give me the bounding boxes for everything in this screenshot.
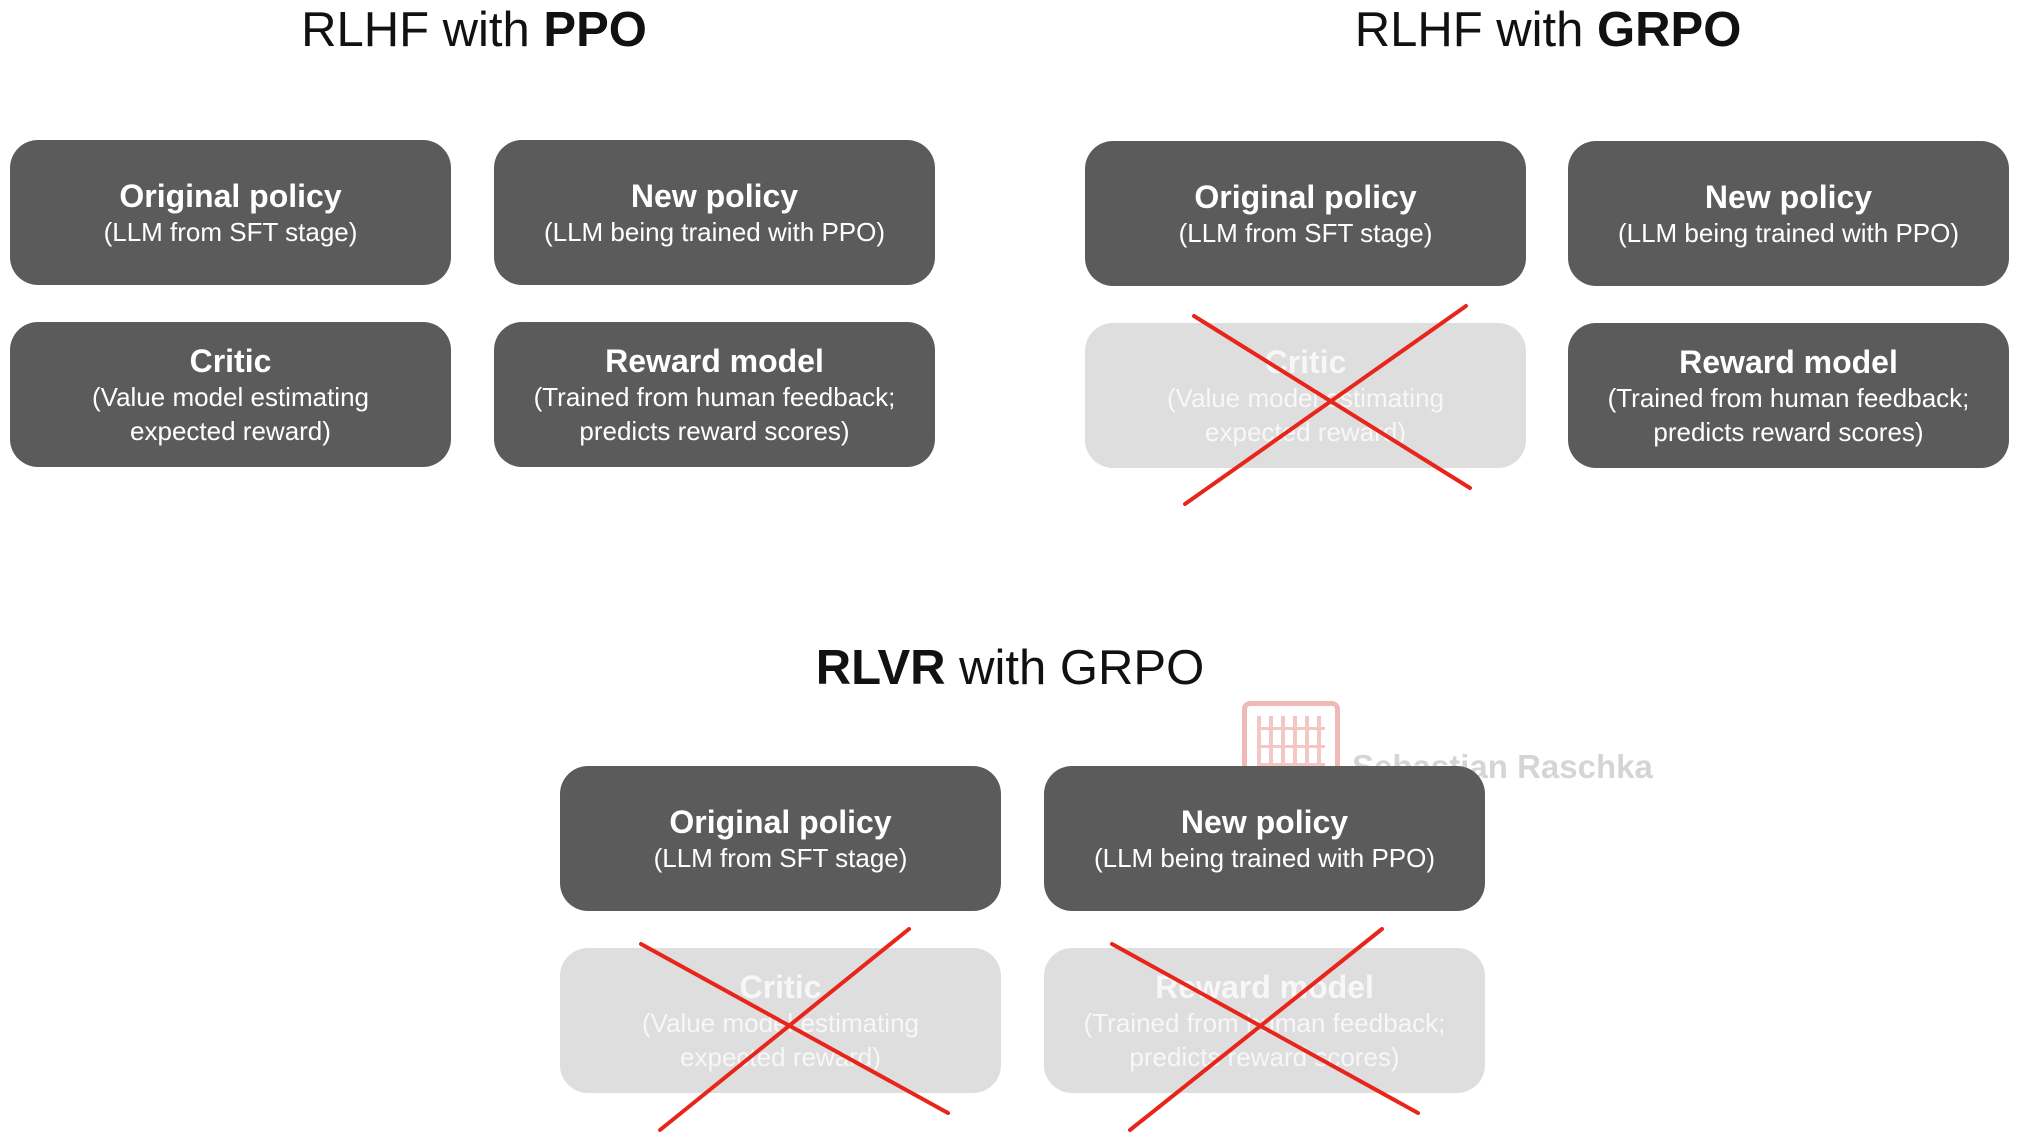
box-title: Critic — [1264, 343, 1347, 380]
grpo-title-bold: GRPO — [1597, 3, 1742, 57]
grpo-section-title: RLHF with GRPO — [1338, 0, 1758, 60]
box-title: New policy — [630, 177, 799, 214]
ppo-section-title: RLHF with PPO — [274, 0, 674, 60]
grpo-title-prefix: RLHF with — [1354, 3, 1598, 57]
rlvr-critic-box-removed: Critic (Value model estimating expected … — [560, 948, 1001, 1093]
seal-icon — [1242, 701, 1340, 789]
box-title: Reward model — [605, 342, 824, 379]
box-title: New policy — [1180, 803, 1349, 840]
ppo-title-prefix: RLHF with — [301, 3, 544, 57]
box-title: Original policy — [1194, 178, 1417, 215]
box-title: New policy — [1704, 178, 1873, 215]
rlvr-original-policy-box: Original policy (LLM from SFT stage) — [560, 766, 1001, 911]
box-title: Original policy — [669, 803, 892, 840]
box-subtitle: (Value model estimating expected reward) — [92, 381, 369, 446]
box-subtitle: (LLM being trained with PPO) — [543, 216, 886, 247]
ppo-new-policy-box: New policy (LLM being trained with PPO) — [494, 140, 935, 285]
grpo-reward-model-box: Reward model (Trained from human feedbac… — [1568, 323, 2009, 468]
ppo-title-bold: PPO — [543, 3, 647, 57]
box-subtitle: (LLM being trained with PPO) — [1617, 217, 1960, 248]
watermark: Sebastian Raschka — [1242, 697, 1653, 797]
rlvr-title-suffix: with GRPO — [945, 641, 1205, 695]
box-title: Critic — [739, 968, 822, 1005]
box-subtitle: (Value model estimating expected reward) — [642, 1007, 919, 1072]
box-subtitle: (Trained from human feedback; predicts r… — [1083, 1007, 1446, 1072]
ppo-critic-box: Critic (Value model estimating expected … — [10, 322, 451, 467]
grpo-original-policy-box: Original policy (LLM from SFT stage) — [1085, 141, 1526, 286]
ppo-reward-model-box: Reward model (Trained from human feedbac… — [494, 322, 935, 467]
grpo-new-policy-box: New policy (LLM being trained with PPO) — [1568, 141, 2009, 286]
rlvr-reward-model-box-removed: Reward model (Trained from human feedbac… — [1044, 948, 1485, 1093]
rlvr-title-bold: RLVR — [815, 641, 946, 695]
rlvr-new-policy-box: New policy (LLM being trained with PPO) — [1044, 766, 1485, 911]
box-title: Reward model — [1679, 343, 1898, 380]
box-subtitle: (LLM being trained with PPO) — [1093, 842, 1436, 873]
box-title: Critic — [189, 342, 272, 379]
box-subtitle: (LLM from SFT stage) — [653, 842, 908, 873]
grpo-critic-box-removed: Critic (Value model estimating expected … — [1085, 323, 1526, 468]
box-subtitle: (LLM from SFT stage) — [1178, 217, 1433, 248]
rlvr-section-title: RLVR with GRPO — [780, 638, 1240, 698]
box-title: Original policy — [119, 177, 342, 214]
box-subtitle: (Trained from human feedback; predicts r… — [1607, 382, 1970, 447]
box-subtitle: (Value model estimating expected reward) — [1167, 382, 1444, 447]
box-title: Reward model — [1155, 968, 1374, 1005]
box-subtitle: (Trained from human feedback; predicts r… — [533, 381, 896, 446]
ppo-original-policy-box: Original policy (LLM from SFT stage) — [10, 140, 451, 285]
box-subtitle: (LLM from SFT stage) — [103, 216, 358, 247]
